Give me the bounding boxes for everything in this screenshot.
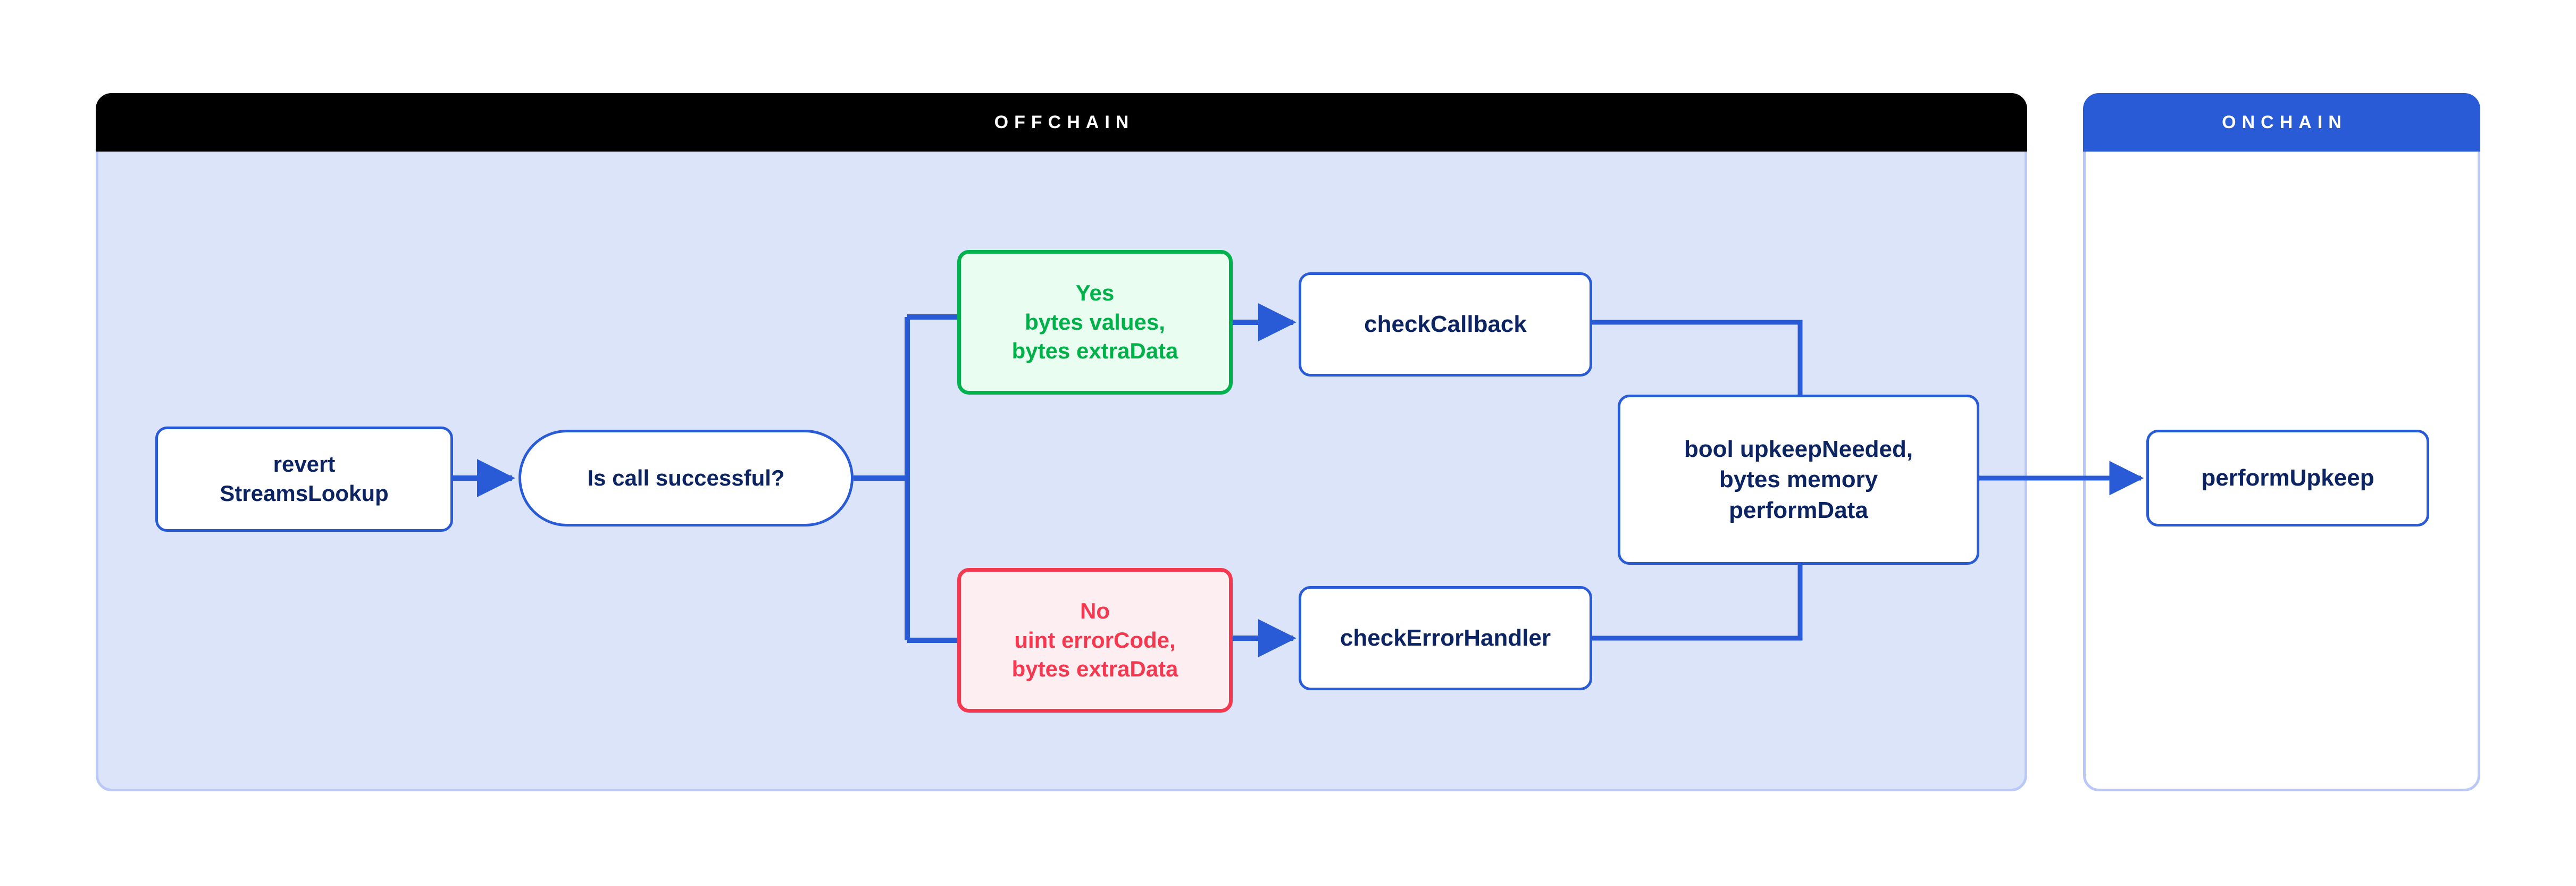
node-check-callback[interactable]: checkCallback <box>1299 272 1592 377</box>
node-upkeep-needed-perform-data[interactable]: bool upkeepNeeded, bytes memory performD… <box>1618 395 1979 565</box>
onchain-panel-header: ONCHAIN <box>2083 93 2480 152</box>
offchain-panel-title: OFFCHAIN <box>994 112 1135 132</box>
node-yes-branch[interactable]: Yes bytes values, bytes extraData <box>957 250 1233 395</box>
node-perform-upkeep[interactable]: performUpkeep <box>2146 430 2429 526</box>
node-no-branch[interactable]: No uint errorCode, bytes extraData <box>957 568 1233 713</box>
node-is-call-successful[interactable]: Is call successful? <box>518 430 854 526</box>
onchain-panel-title: ONCHAIN <box>2222 112 2347 132</box>
offchain-panel-header: OFFCHAIN <box>96 93 2027 152</box>
node-revert-streamslookup[interactable]: revert StreamsLookup <box>155 427 453 532</box>
node-check-error-handler[interactable]: checkErrorHandler <box>1299 586 1592 690</box>
